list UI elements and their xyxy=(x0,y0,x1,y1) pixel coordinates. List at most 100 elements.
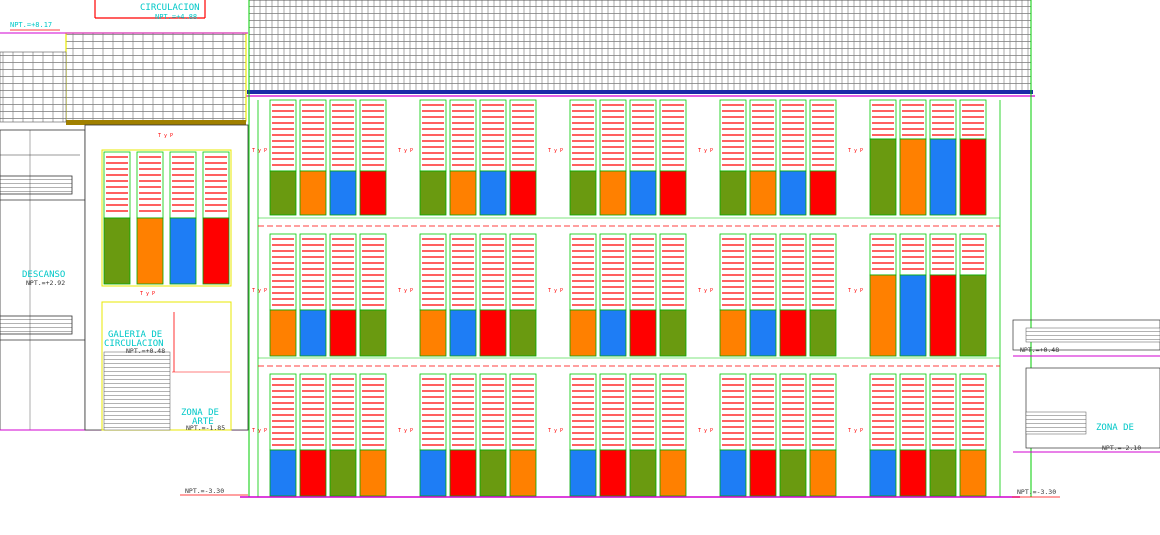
color-panel xyxy=(509,309,537,357)
color-panel xyxy=(299,449,327,497)
color-panel xyxy=(479,449,507,497)
npt-descanso-label: NPT.=+2.92 xyxy=(26,279,65,287)
color-panel xyxy=(749,170,777,216)
louver-panel xyxy=(419,233,447,311)
color-panel xyxy=(929,449,957,497)
color-panel xyxy=(869,274,897,357)
typ-label: T y P xyxy=(848,288,863,294)
typ-label: T y P xyxy=(548,428,563,434)
npt-label-top-left: NPT.=+8.17 xyxy=(10,21,52,29)
color-panel xyxy=(599,449,627,497)
color-panel xyxy=(419,170,447,216)
louver-panel xyxy=(599,373,627,451)
galeria-label-line2: CIRCULACION xyxy=(104,339,164,349)
louver-panel xyxy=(569,233,597,311)
color-panel xyxy=(659,170,687,216)
color-panel xyxy=(359,170,387,216)
color-panel xyxy=(719,449,747,497)
zona-arte-right: ZONA DE xyxy=(1096,423,1134,433)
color-panel xyxy=(779,170,807,216)
louver-panel xyxy=(599,233,627,311)
louver-panel xyxy=(869,373,897,451)
louver-panel xyxy=(629,373,657,451)
left-color-panel xyxy=(202,217,230,285)
color-panel xyxy=(269,309,297,357)
npt-zona-right: NPT.=-2.10 xyxy=(1102,444,1141,452)
typ-label: T y P xyxy=(398,288,413,294)
color-panel xyxy=(329,170,357,216)
louver-panel xyxy=(509,373,537,451)
typ-label: T y P xyxy=(398,428,413,434)
color-panel xyxy=(509,449,537,497)
color-panel xyxy=(929,274,957,357)
typ-label: T y P xyxy=(848,428,863,434)
typ-label: T y P xyxy=(848,148,863,154)
color-panel xyxy=(299,170,327,216)
louver-panel xyxy=(269,373,297,451)
louver-panel xyxy=(959,373,987,451)
npt-right-mid: NPT.=+0.48 xyxy=(1020,346,1059,354)
color-panel xyxy=(599,170,627,216)
circulacion-label: CIRCULACION xyxy=(140,3,200,13)
color-panel xyxy=(329,309,357,357)
louver-panel xyxy=(299,373,327,451)
color-panel xyxy=(659,449,687,497)
typ-label: T y P xyxy=(548,288,563,294)
color-panel xyxy=(629,449,657,497)
color-panel xyxy=(569,449,597,497)
louver-panel xyxy=(809,233,837,311)
louver-panel xyxy=(419,373,447,451)
color-panel xyxy=(749,449,777,497)
louver-panel xyxy=(479,233,507,311)
left-color-panel xyxy=(103,217,131,285)
louver-panel xyxy=(449,373,477,451)
louver-panel xyxy=(359,233,387,311)
typ-label: T y P xyxy=(698,288,713,294)
louver-panel xyxy=(719,233,747,311)
color-panel xyxy=(779,449,807,497)
main-roof-fascia xyxy=(247,90,1033,94)
louver-panel xyxy=(899,99,927,140)
color-panel xyxy=(959,449,987,497)
left-panel-frame xyxy=(101,149,232,287)
left-louver-panel xyxy=(202,151,230,219)
color-panel xyxy=(959,274,987,357)
color-panel xyxy=(899,449,927,497)
color-panel xyxy=(299,309,327,357)
galeria-label-line1: GALERIA DE xyxy=(108,330,162,340)
color-panel xyxy=(269,170,297,216)
color-panel xyxy=(449,309,477,357)
left-louver-panel xyxy=(169,151,197,219)
louver-panel xyxy=(269,233,297,311)
npt-galeria-label: NPT.=+0.48 xyxy=(126,347,165,355)
louver-panel xyxy=(359,373,387,451)
color-panel xyxy=(629,309,657,357)
color-panel xyxy=(269,449,297,497)
left-panel-group xyxy=(103,151,230,285)
color-panel xyxy=(899,138,927,216)
color-panel xyxy=(629,170,657,216)
louver-panel xyxy=(629,233,657,311)
color-panel xyxy=(569,309,597,357)
louver-panel xyxy=(779,233,807,311)
color-panel xyxy=(449,170,477,216)
louver-panel xyxy=(329,373,357,451)
left-louver-panel xyxy=(103,151,131,219)
louver-panel xyxy=(479,373,507,451)
typ-label: T y P xyxy=(698,428,713,434)
typ-left-top: T y P xyxy=(158,133,173,139)
typ-label: T y P xyxy=(252,148,267,154)
color-panel xyxy=(569,170,597,216)
galeria-stairs xyxy=(103,351,171,431)
color-panel xyxy=(659,309,687,357)
color-panel xyxy=(869,449,897,497)
louver-panel xyxy=(959,99,987,140)
louver-panel xyxy=(329,233,357,311)
typ-label-group: T y P T y P T y P T y P T y P T y P T y P T y P… xyxy=(252,148,863,434)
typ-label: T y P xyxy=(698,148,713,154)
color-panel xyxy=(719,170,747,216)
typ-label: T y P xyxy=(398,148,413,154)
louver-panel xyxy=(959,233,987,276)
left-color-panel xyxy=(169,217,197,285)
